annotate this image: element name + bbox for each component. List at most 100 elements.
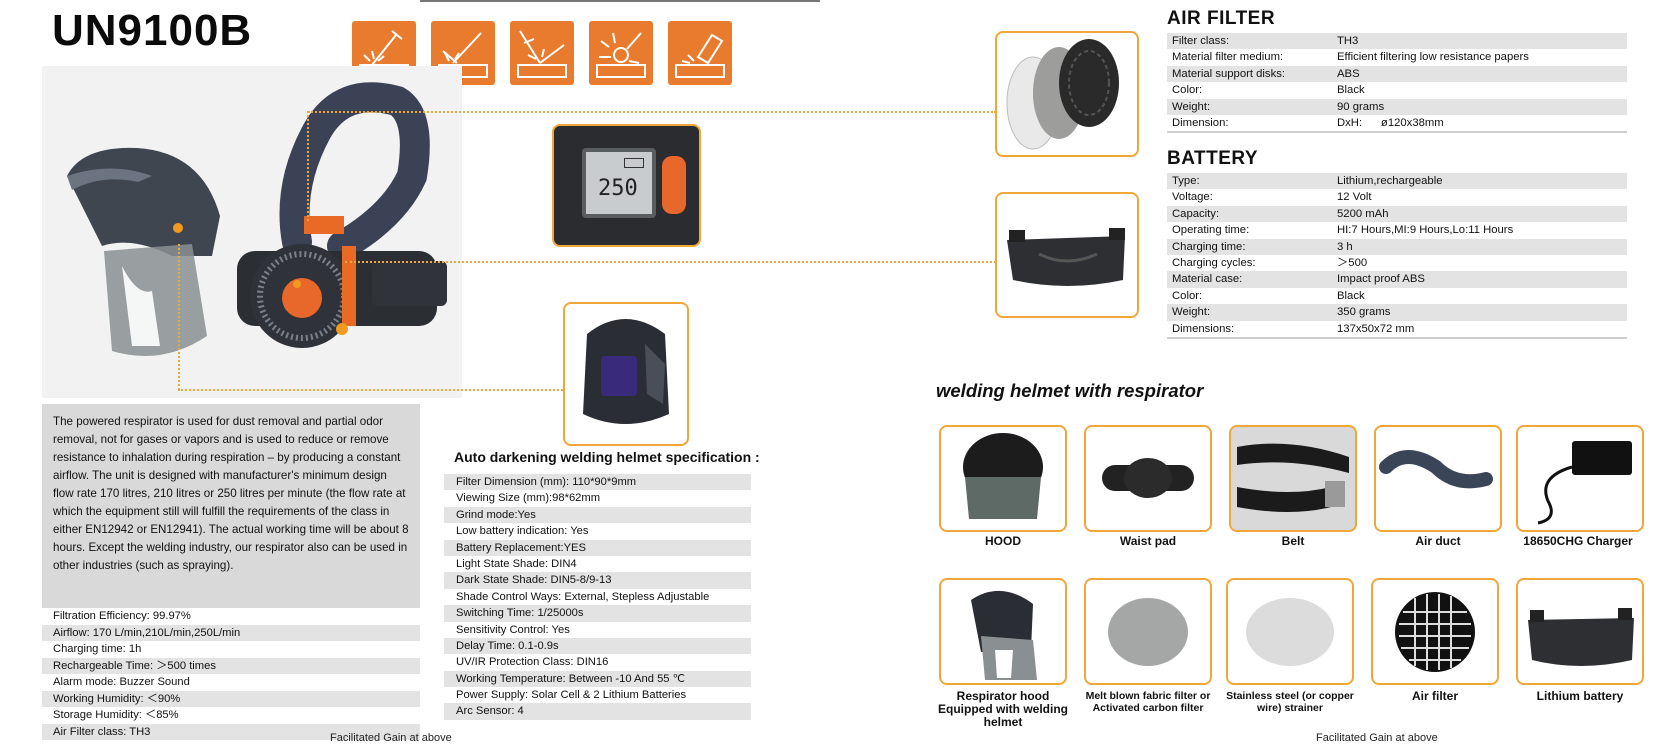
row-key: Material support disks: <box>1172 67 1286 80</box>
spec-row: Charging time: 1h <box>42 641 420 658</box>
arc-welding-icon <box>510 21 574 85</box>
waist-pad-card <box>1084 425 1212 532</box>
display-callout: 250 <box>552 124 701 247</box>
welding-helmet-callout <box>563 302 689 446</box>
helmet-spec-row: Grind mode:Yes <box>444 506 751 524</box>
part-label: Waist pad <box>1119 534 1177 548</box>
row-key: Color: <box>1172 289 1203 302</box>
connector-filter-drop <box>307 111 309 221</box>
air-filter-row: Weight:90 grams <box>1167 98 1627 115</box>
row-key: Weight: <box>1172 100 1211 113</box>
helmet-spec-row: UV/IR Protection Class: DIN16 <box>456 656 609 669</box>
part-label: Belt <box>1281 534 1305 548</box>
spec-row: Filtration Efficiency: 99.97% <box>42 608 420 625</box>
helmet-spec-row: Power Supply: Solar Cell & 2 Lithium Bat… <box>456 689 687 702</box>
lcd-screen: 250 <box>582 148 656 218</box>
battery-row: Weight: 350 grams <box>1167 304 1627 321</box>
spec-row: Rechargeable Time: ＞500 times <box>42 657 420 674</box>
part-label: Air duct <box>1415 534 1461 548</box>
description-text: The powered respirator is used for dust … <box>53 415 409 572</box>
part-label: Stainless steel (or copper wire) straine… <box>1226 690 1354 714</box>
row-value: Efficient filtering low resistance paper… <box>1337 51 1529 64</box>
row-key: Operating time: <box>1172 224 1250 237</box>
air-filter-row: Color: Black <box>1167 82 1627 98</box>
battery-row: Capacity: 5200 mAh <box>1167 205 1627 223</box>
battery-row: Operating time:HI:7 Hours,MI:9 Hours,Lo:… <box>1167 222 1627 238</box>
part-label: HOOD <box>985 534 1021 548</box>
battery-row: Type: Lithium,rechargeable <box>1167 173 1627 190</box>
footer-note-left: Facilitated Gain at above <box>330 732 452 744</box>
air-filter-row: Filter class: TH3 <box>1167 33 1627 50</box>
row-value: Lithium,rechargeable <box>1337 175 1443 187</box>
hood-card <box>939 425 1067 532</box>
helmet-spec-row: Shade Control Ways: External, Stepless A… <box>456 590 710 603</box>
part-label: Melt blown fabric filter or Activated ca… <box>1085 690 1211 714</box>
battery-row: Material case:Impact proof ABS <box>1167 271 1627 288</box>
air-filter-row: Dimension: DxH: ø120x38mm <box>1167 115 1627 134</box>
air-filter-row: Material support disks: ABS <box>1167 65 1627 83</box>
part-label: Air filter <box>1411 689 1458 703</box>
top-divider <box>420 0 820 2</box>
air-duct-card <box>1374 425 1502 532</box>
row-key: Dimension: <box>1172 116 1229 129</box>
battery-photo <box>995 192 1139 318</box>
connector-helmet <box>178 389 563 391</box>
row-value: 350 grams <box>1337 306 1391 319</box>
strainer-card <box>1226 578 1354 685</box>
helmet-spec-row: Low battery indication: Yes <box>456 525 589 538</box>
battery-row: Dimensions: 137x50x72 mm <box>1167 321 1627 339</box>
belt-card <box>1229 425 1357 532</box>
row-key: Charging cycles: <box>1172 256 1256 269</box>
battery-row: Color: Black <box>1167 288 1627 304</box>
row-key: Filter class: <box>1172 35 1230 47</box>
row-key: Voltage: <box>1172 191 1213 204</box>
row-key: Charging time: <box>1172 240 1246 253</box>
row-key: Dimensions: <box>1172 322 1235 335</box>
melt-blown-filter-card <box>1084 578 1212 685</box>
row-key: Capacity: <box>1172 207 1220 220</box>
battery-title: BATTERY <box>1167 148 1259 169</box>
plasma-cutting-icon <box>668 21 732 85</box>
row-key: Color: <box>1172 84 1203 97</box>
lithium-battery-card <box>1516 578 1644 685</box>
battery-table: Type: Lithium,rechargeable Voltage: 12 Vol… <box>1167 173 1627 339</box>
row-value: ABS <box>1337 67 1360 80</box>
part-label: Respirator hood Equipped with welding he… <box>938 689 1068 729</box>
spec-row: Airflow: 170 L/min,210L/min,250L/min <box>42 624 420 641</box>
air-filter-table: Filter class:TH3 Material filter medium:… <box>1167 33 1627 134</box>
part-label: Lithium battery <box>1536 689 1624 703</box>
helmet-spec-title: Auto darkening welding helmet specificat… <box>454 449 760 465</box>
connector-filter <box>308 111 996 113</box>
respirator-hood-card <box>939 578 1067 685</box>
helmet-spec-row: Light State Shade: DIN4 <box>456 557 577 570</box>
row-key: Weight: <box>1172 306 1211 319</box>
helmet-spec-row: Viewing Size (mm):98*62mm <box>456 492 601 505</box>
charger-card <box>1516 425 1644 532</box>
helmet-spec-row: Switching Time: 1/25000s <box>444 605 751 622</box>
air-filter-card <box>1371 578 1499 685</box>
battery-row: Charging time:3 h <box>1167 238 1627 255</box>
battery-row: Charging cycles: ＞500 <box>1167 255 1627 271</box>
row-value: Black <box>1337 84 1365 97</box>
grinding-icon <box>589 21 653 85</box>
row-key: Type: <box>1172 175 1200 187</box>
connector-helmet-drop <box>178 244 180 390</box>
footer-note-right: Facilitated Gain at above <box>1316 732 1438 744</box>
row-value: ＞500 <box>1337 256 1368 269</box>
product-title: UN9100B <box>52 6 253 55</box>
helmet-spec-row: Working Temperature: Between -10 And 55 … <box>444 670 751 688</box>
helmet-spec-row: Sensitivity Control: Yes <box>456 623 570 636</box>
row-value: 5200 mAh <box>1337 207 1389 220</box>
respirator-spec-list: Filtration Efficiency: 99.97% Airflow: 1… <box>42 608 420 740</box>
control-buttons <box>662 156 686 214</box>
part-label: 18650CHG Charger <box>1523 534 1633 548</box>
air-filter-photo <box>995 31 1139 157</box>
air-filter-title: AIR FILTER <box>1167 8 1276 29</box>
row-value: 12 Volt <box>1337 191 1372 204</box>
row-value: DxH: ø120x38mm <box>1337 116 1444 129</box>
row-value: 137x50x72 mm <box>1337 322 1415 335</box>
helmet-spec-table: Filter Dimension (mm): 110*90*9mm Viewin… <box>444 474 751 720</box>
row-value: TH3 <box>1337 35 1359 47</box>
description-box: The powered respirator is used for dust … <box>42 404 420 609</box>
row-value: Black <box>1337 289 1365 302</box>
